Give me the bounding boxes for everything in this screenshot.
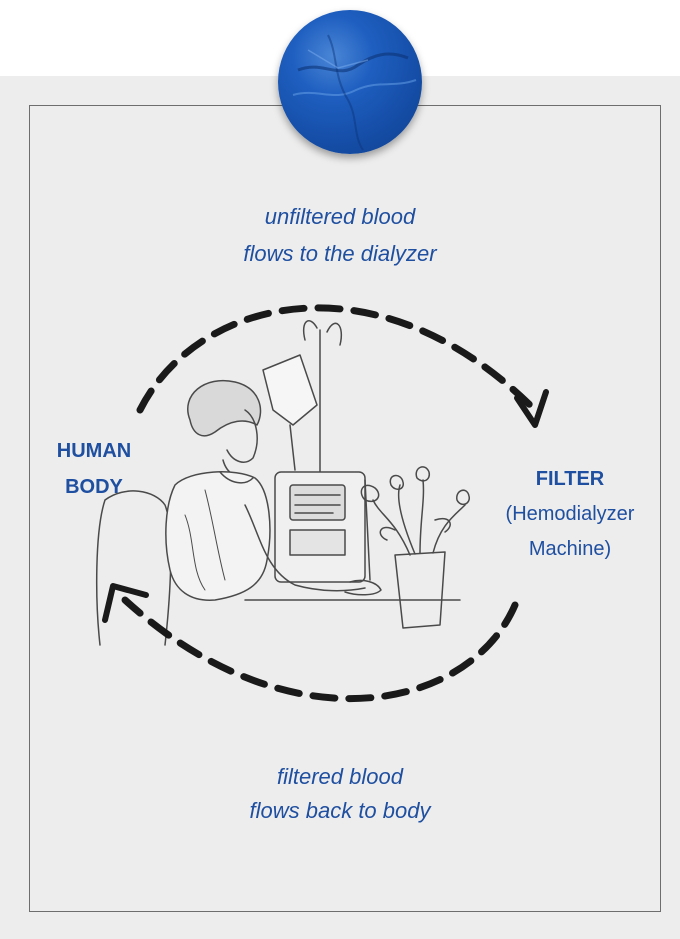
arrow-to-dialyzer — [140, 308, 535, 410]
arrow-back-to-body — [125, 600, 515, 699]
